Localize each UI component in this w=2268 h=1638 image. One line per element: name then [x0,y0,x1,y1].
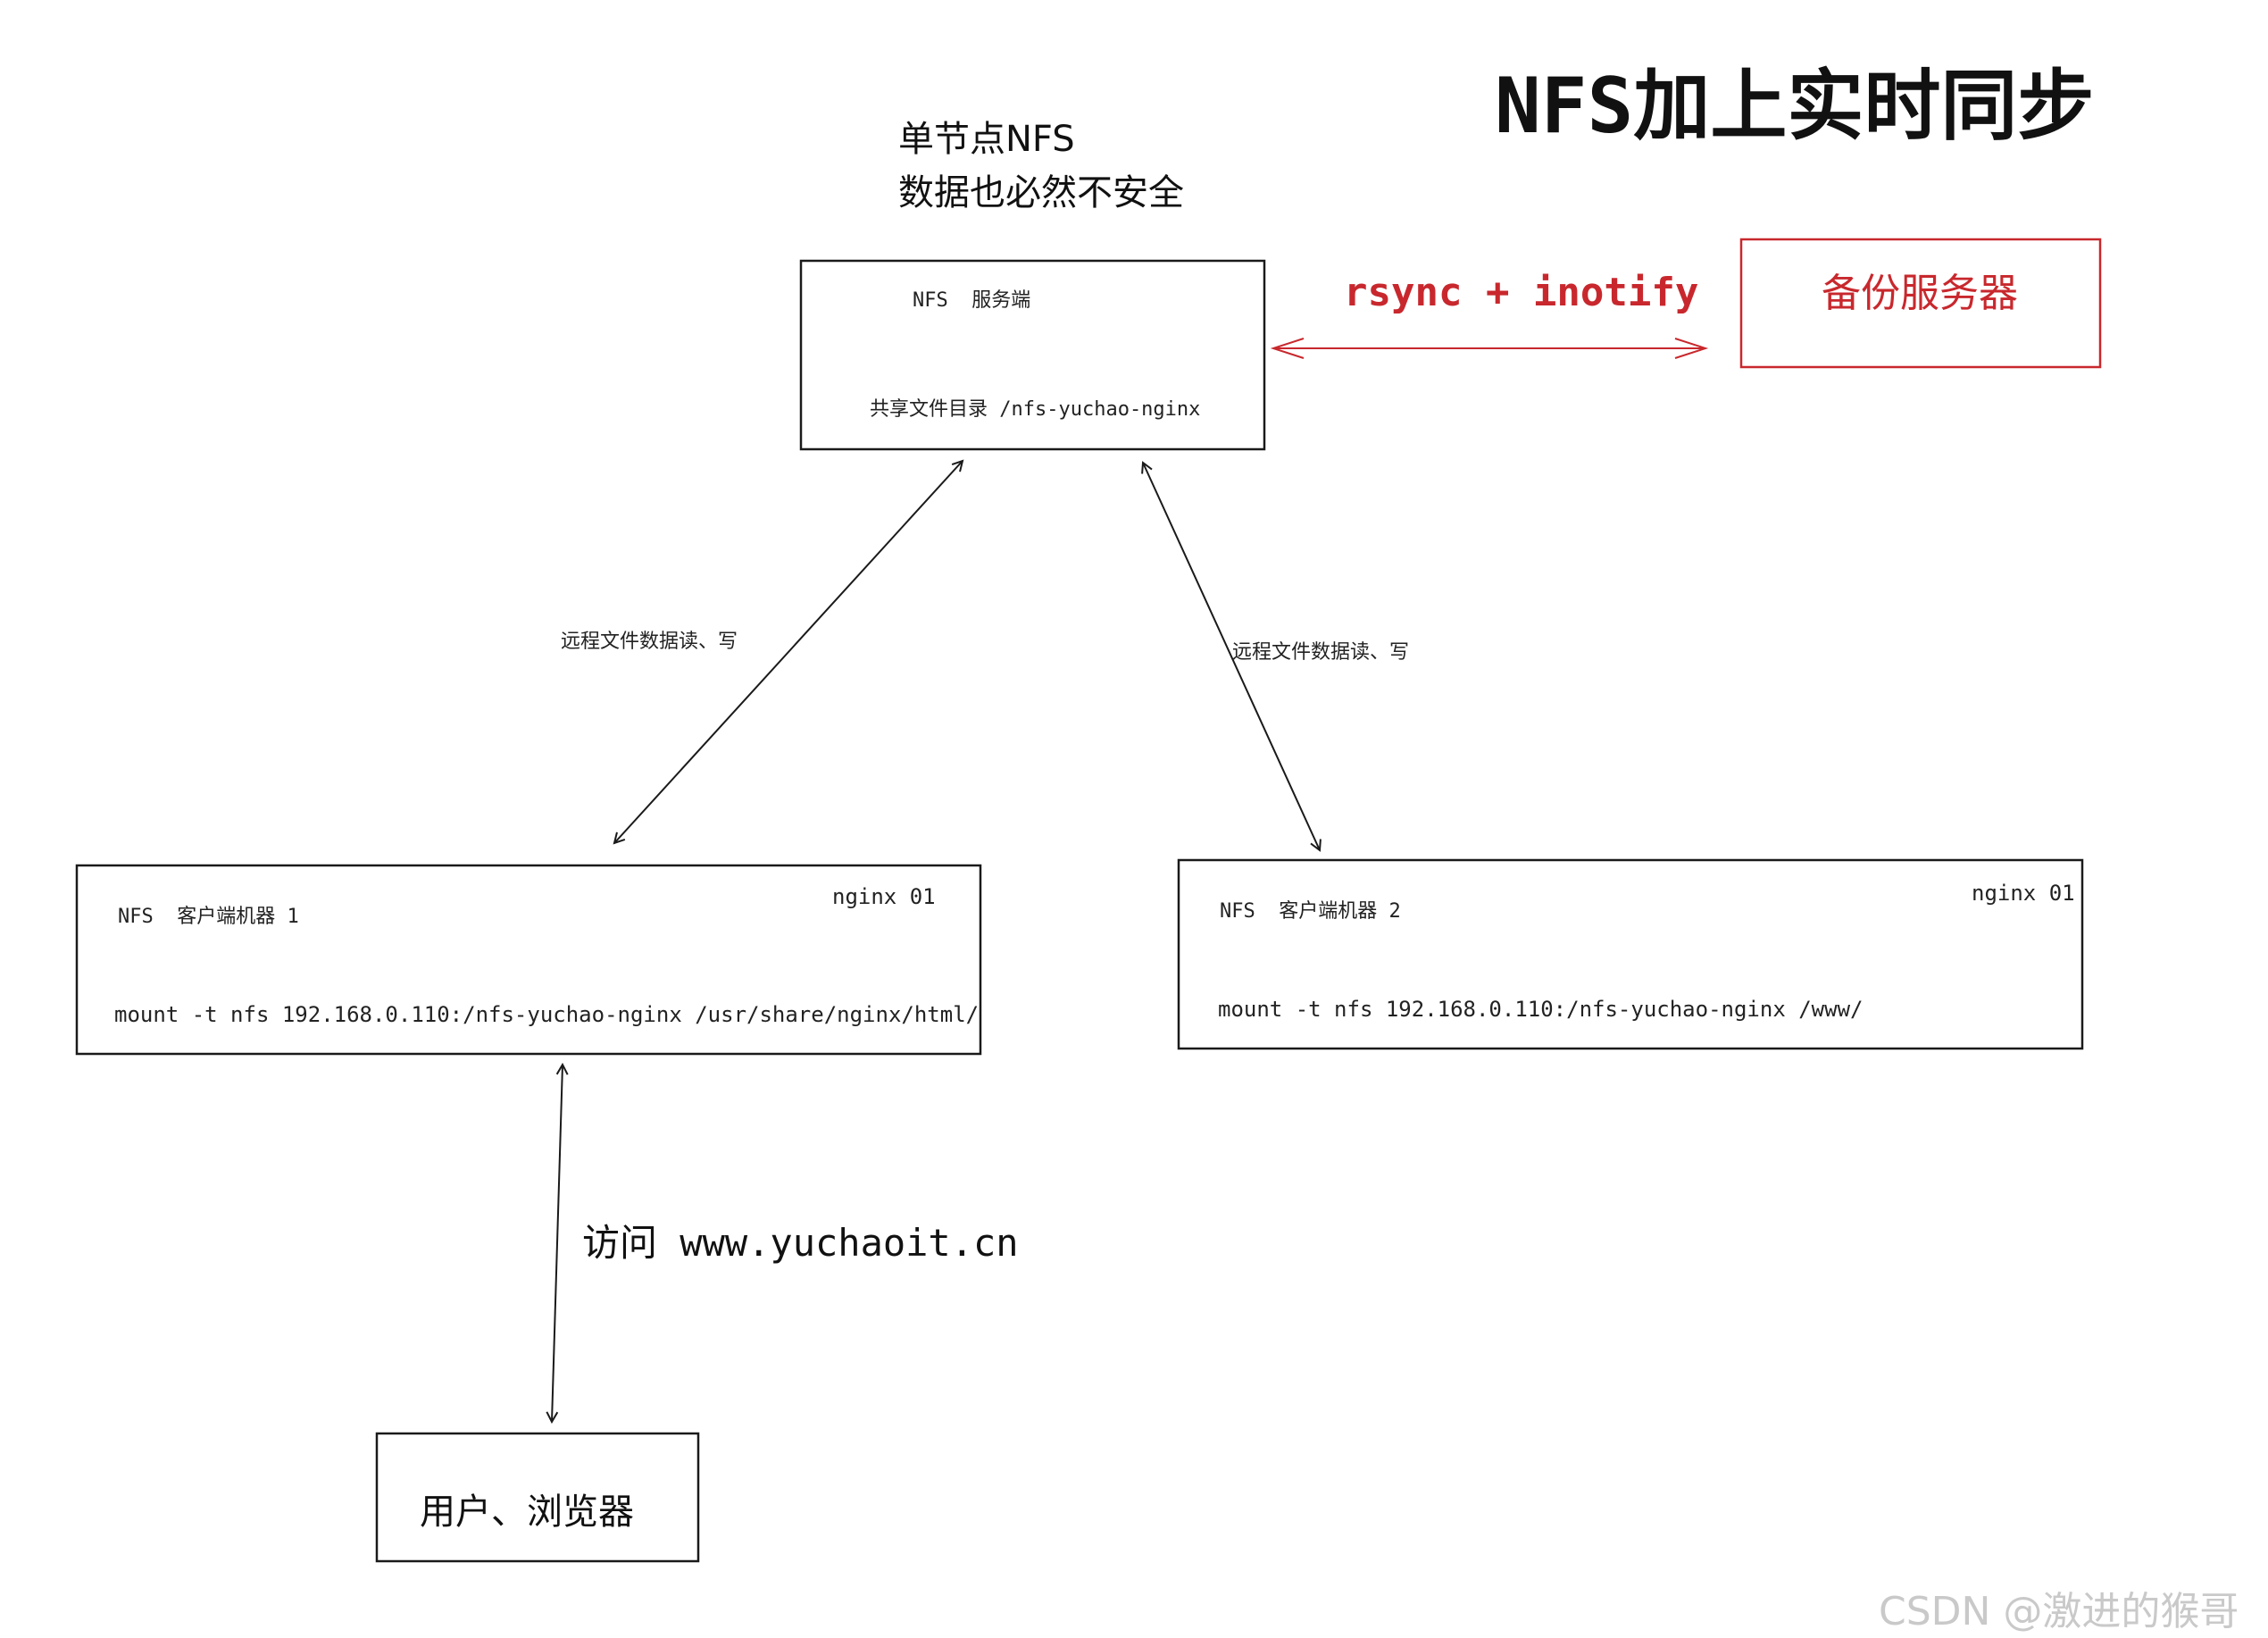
nfs-server-box [799,259,1266,451]
nfs-client1-box [75,864,982,1056]
backup-server-label: 备份服务器 [1822,271,2018,316]
edge-server-client2 [1143,463,1320,850]
user-browser-box [375,1432,700,1563]
client1-name: NFS 客户端机器 1 [118,906,299,928]
server-name: NFS 服务端 [913,289,1031,312]
edge-label-left: 远程文件数据读、写 [561,631,738,653]
backup-server-box [1739,238,2102,369]
note-line1: 单节点NFS [898,119,1075,160]
edge-server-client1 [614,461,963,843]
client1-mount-command: mount -t nfs 192.168.0.110:/nfs-yuchao-n… [114,1002,980,1027]
rsync-label: rsync + inotify [1344,270,1699,315]
page-title: NFS加上实时同步 [1495,62,2095,151]
access-url-label: 访问 www.yuchaoit.cn [582,1221,1019,1265]
client2-mount-command: mount -t nfs 192.168.0.110:/nfs-yuchao-n… [1218,997,1864,1022]
note-line2: 数据也必然不安全 [898,172,1184,213]
client2-name: NFS 客户端机器 2 [1220,900,1401,923]
edge-label-right: 远程文件数据读、写 [1232,641,1410,664]
client2-tag: nginx 01 [1972,881,2075,906]
watermark: CSDN @激进的猴哥 [1879,1589,2239,1634]
nfs-client2-box [1177,858,2084,1050]
edge-client1-user [552,1065,563,1422]
server-share-dir: 共享文件目录 /nfs-yuchao-nginx [870,398,1201,421]
client1-tag: nginx 01 [832,884,936,909]
user-browser-label: 用户、浏览器 [420,1492,634,1533]
